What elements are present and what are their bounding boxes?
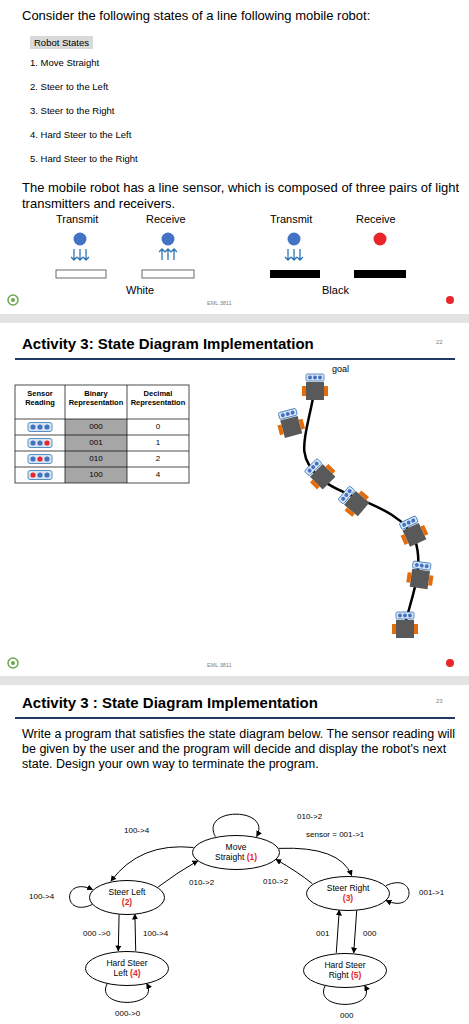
transition-label: 000 [339,1011,354,1020]
sensor-illustration [56,233,406,279]
state-text: Hard Steer Left (4) [103,958,151,978]
transition-label: 000 [362,929,377,938]
table-cell: 0 [127,422,189,432]
state-ellipse: Hard Steer Right (5) [303,953,387,988]
state-number: (3) [343,893,353,903]
slide-separator [0,676,469,685]
state-text: Steer Right (3) [324,883,372,903]
slide-number: 22 [436,339,443,346]
state-number: (5) [351,970,361,980]
transition-arrow [354,910,357,953]
transition-label: sensor = 001->1 [305,830,365,839]
transition-label: 100->4 [28,892,55,901]
transition-label: 000->0 [114,1009,141,1018]
transition-label: 100->4 [142,929,169,938]
sensor-label: Transmit [56,213,98,226]
slide-number: 23 [436,698,443,705]
sensor-label: Receive [356,213,396,226]
state-ellipse: Hard Steer Left (4) [85,951,169,986]
transition-arrow [213,814,259,836]
state-item: 1. Move Straight [30,57,99,68]
state-list-heading: Robot States [30,36,93,49]
state-text: Hard Steer Right (5) [321,960,369,980]
table-cell: 1 [127,438,189,448]
state-item: 4. Hard Steer to the Left [30,129,131,140]
transition-label: 000 ->0 [82,929,111,938]
state-item: 5. Hard Steer to the Right [30,153,138,164]
state-name: Steer Right [327,883,370,893]
surface-label: Black [322,284,349,297]
title-rule [15,717,455,719]
state-text: Steer Left (2) [107,887,147,907]
transition-arrow [336,910,339,953]
footer-text: EML 3811 [207,300,231,307]
table-header: Sensor Reading [15,389,65,407]
state-number: (1) [247,852,257,862]
sensor-label: Receive [146,213,186,226]
state-ellipse: Move Straight (1) [192,835,280,870]
table-cell: 2 [127,454,189,464]
table-cell: 4 [127,470,189,480]
table-cell: 000 [65,422,127,432]
transition-label: 010->2 [296,812,323,821]
slide-separator [0,314,469,323]
transition-arrow [118,914,120,951]
body-text: The mobile robot has a line sensor, whic… [22,180,462,211]
transition-label: 001 [315,929,330,938]
slide-title: Activity 3 : State Diagram Implementatio… [22,694,318,712]
slide-title: Activity 3: State Diagram Implementation [22,335,314,353]
transition-label: 100->4 [123,826,150,835]
table-header: Decimal Representation [127,389,189,407]
title-rule [15,358,455,360]
transition-arrow [134,914,136,951]
table-cell: 100 [65,470,127,480]
line-path [304,398,418,625]
state-name: Move Straight [215,842,246,862]
body-text: Write a program that satisfies the state… [22,727,462,772]
table-cell: 010 [65,454,127,464]
robot-icons [274,374,435,638]
state-item: 2. Steer to the Left [30,81,108,92]
state-text: Move Straight (1) [210,842,262,862]
transition-arrow [105,983,148,1002]
transition-label: 010->2 [262,877,289,886]
sensor-icons [28,423,52,480]
goal-label: goal [332,364,349,375]
state-number: (2) [122,897,132,907]
sensor-table [15,385,189,483]
sensor-label: Transmit [270,213,312,226]
state-name: Steer Left [109,887,146,897]
transition-arrow [111,847,194,881]
state-ellipse: Steer Left (2) [89,880,165,915]
table-header: Binary Representation [65,389,127,407]
state-item: 3. Steer to the Right [30,105,115,116]
intro-text: Consider the following states of a line … [22,8,370,24]
transition-arrow [279,848,352,875]
transition-label: 001->1 [418,888,445,897]
surface-label: White [126,284,154,297]
transition-arrow [323,985,366,1004]
state-name: Hard Steer Left [106,958,147,978]
table-cell: 001 [65,438,127,448]
state-ellipse: Steer Right (3) [306,876,390,911]
slide-footer-icons [8,295,454,668]
footer-text: EML 3811 [207,662,231,669]
transition-label: 010->2 [188,878,215,887]
state-number: (4) [130,968,140,978]
